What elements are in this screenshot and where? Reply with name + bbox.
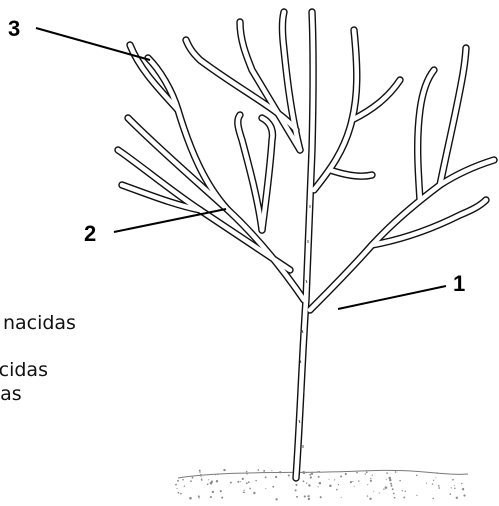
legend-item-text: s nacidas <box>0 312 76 334</box>
leader-line-2 <box>113 208 227 233</box>
callout-number-2: 2 <box>84 221 96 246</box>
legend-item-text: rias <box>0 382 22 405</box>
callout-2: 2 <box>84 208 227 246</box>
tree-drawing <box>114 8 498 482</box>
leader-line-1 <box>337 285 447 310</box>
legend: s nacidas s acidas rias <box>0 312 200 406</box>
legend-item-text: acidas <box>0 359 48 381</box>
callout-number-1: 1 <box>453 271 465 296</box>
legend-item: acidas <box>0 359 200 383</box>
bark-texture <box>298 205 311 448</box>
ground <box>175 468 469 501</box>
legend-item: s <box>0 336 200 360</box>
legend-item: rias <box>0 383 200 407</box>
callout-3: 3 <box>8 16 151 61</box>
leader-line-3 <box>35 27 151 61</box>
legend-item: s nacidas <box>0 312 200 336</box>
tree-fill <box>115 9 497 481</box>
callout-number-3: 3 <box>8 16 20 41</box>
callout-1: 1 <box>337 271 465 310</box>
soil-texture <box>175 468 466 501</box>
